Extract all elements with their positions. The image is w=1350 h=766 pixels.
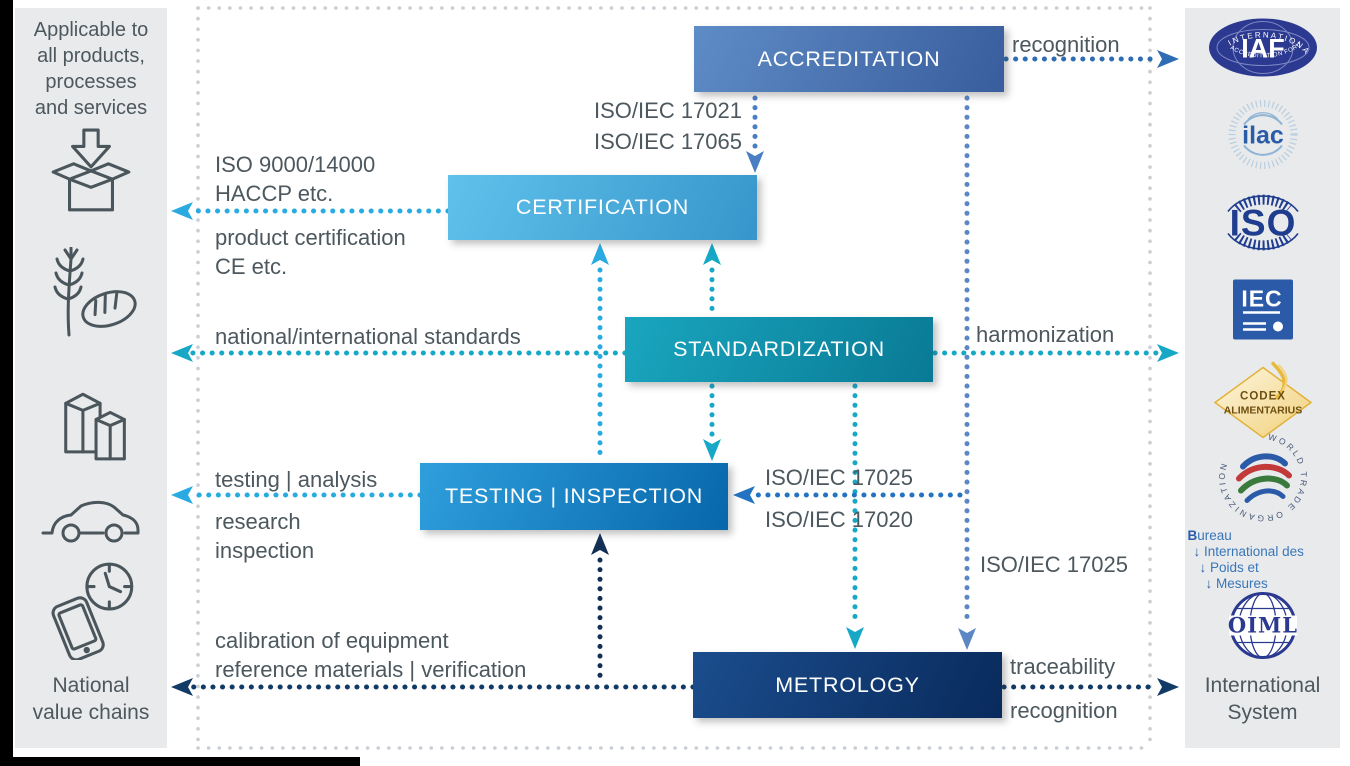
ilac-logo: ilac [1227, 99, 1299, 176]
wheat-bread-icon [41, 247, 141, 345]
iaf-logo: IAF INTERNATIONAL ACCREDITATION FORUM [1203, 10, 1319, 84]
standardization-box: STANDARDIZATION [625, 317, 933, 382]
right-panel: IAF INTERNATIONAL ACCREDITATION FORUM il… [1185, 8, 1340, 748]
right-panel-caption: International System [1204, 674, 1321, 724]
iso-17025-testing-label: ISO/IEC 17025 [765, 465, 913, 490]
ilac-text: ilac [1242, 122, 1284, 150]
certification-products-label: product certification CE etc. [215, 225, 406, 279]
iaf-text: IAF [1241, 34, 1285, 64]
arrow-testing-to-certification [591, 243, 609, 463]
arrow-standardization-to-certification [703, 243, 721, 316]
iso-17020-testing-label: ISO/IEC 17020 [765, 507, 913, 532]
accreditation-box: ACCREDITATION [694, 26, 1004, 92]
package-icon [45, 126, 137, 218]
oiml-text: OIML [1227, 613, 1297, 638]
iso-text: ISO [1229, 203, 1296, 244]
iec-logo: IEC [1232, 279, 1293, 345]
left-panel-title: Applicable to all products, processes an… [33, 19, 149, 119]
left-panel: Applicable to all products, processes an… [15, 8, 167, 748]
codex-line2: ALIMENTARIUS [1223, 405, 1302, 417]
bipm-line: Mesures [1188, 576, 1338, 592]
codex-logo: CODEX ALIMENTARIUS [1211, 361, 1315, 447]
wto-logo: WORLD TRADE ORGANIZATION [1216, 431, 1310, 530]
national-standards-label: national/international standards [215, 324, 521, 349]
accreditation-standards-label: ISO/IEC 17021 ISO/IEC 17065 [594, 98, 742, 154]
recognition-bottom-label: recognition [1010, 698, 1118, 723]
recognition-top-label: recognition [1012, 32, 1120, 57]
research-inspection-label: research inspection [215, 509, 315, 563]
iec-text: IEC [1241, 286, 1282, 312]
testing-inspection-box: TESTING | INSPECTION [420, 463, 728, 530]
traceability-label: traceability [1010, 654, 1116, 679]
iso-17025-metrology-label: ISO/IEC 17025 [980, 552, 1128, 577]
screen-edge-bottom [0, 757, 360, 766]
arrow-accreditation-to-certification [746, 95, 764, 173]
car-icon [38, 488, 144, 546]
arrow-standardization-to-testing [703, 383, 721, 461]
bipm-line: Bureau [1187, 528, 1232, 543]
phone-clock-icon [38, 558, 144, 660]
metrology-box: METROLOGY [693, 652, 1002, 718]
bipm-line: Poids et [1188, 560, 1338, 576]
milk-cartons-icon [45, 371, 137, 467]
testing-analysis-label: testing | analysis [215, 467, 378, 492]
certification-standards-label: ISO 9000/14000 HACCP etc. [215, 152, 376, 206]
bipm-line: International des [1188, 544, 1338, 560]
arrow-accreditation-to-metrology [958, 95, 976, 650]
left-panel-caption: National value chains [32, 674, 150, 724]
codex-line1: CODEX [1240, 391, 1286, 403]
arrow-metrology-to-testing [591, 533, 609, 687]
calibration-label: calibration of equipment reference mater… [215, 628, 527, 682]
harmonization-label: harmonization [976, 322, 1115, 347]
bipm-logo: Bureau International des Poids et Mesure… [1188, 528, 1338, 592]
screen-edge-left [0, 0, 13, 766]
iso-logo: ISO [1215, 186, 1311, 265]
certification-box: CERTIFICATION [448, 175, 757, 240]
oiml-logo: OIML [1226, 589, 1300, 668]
